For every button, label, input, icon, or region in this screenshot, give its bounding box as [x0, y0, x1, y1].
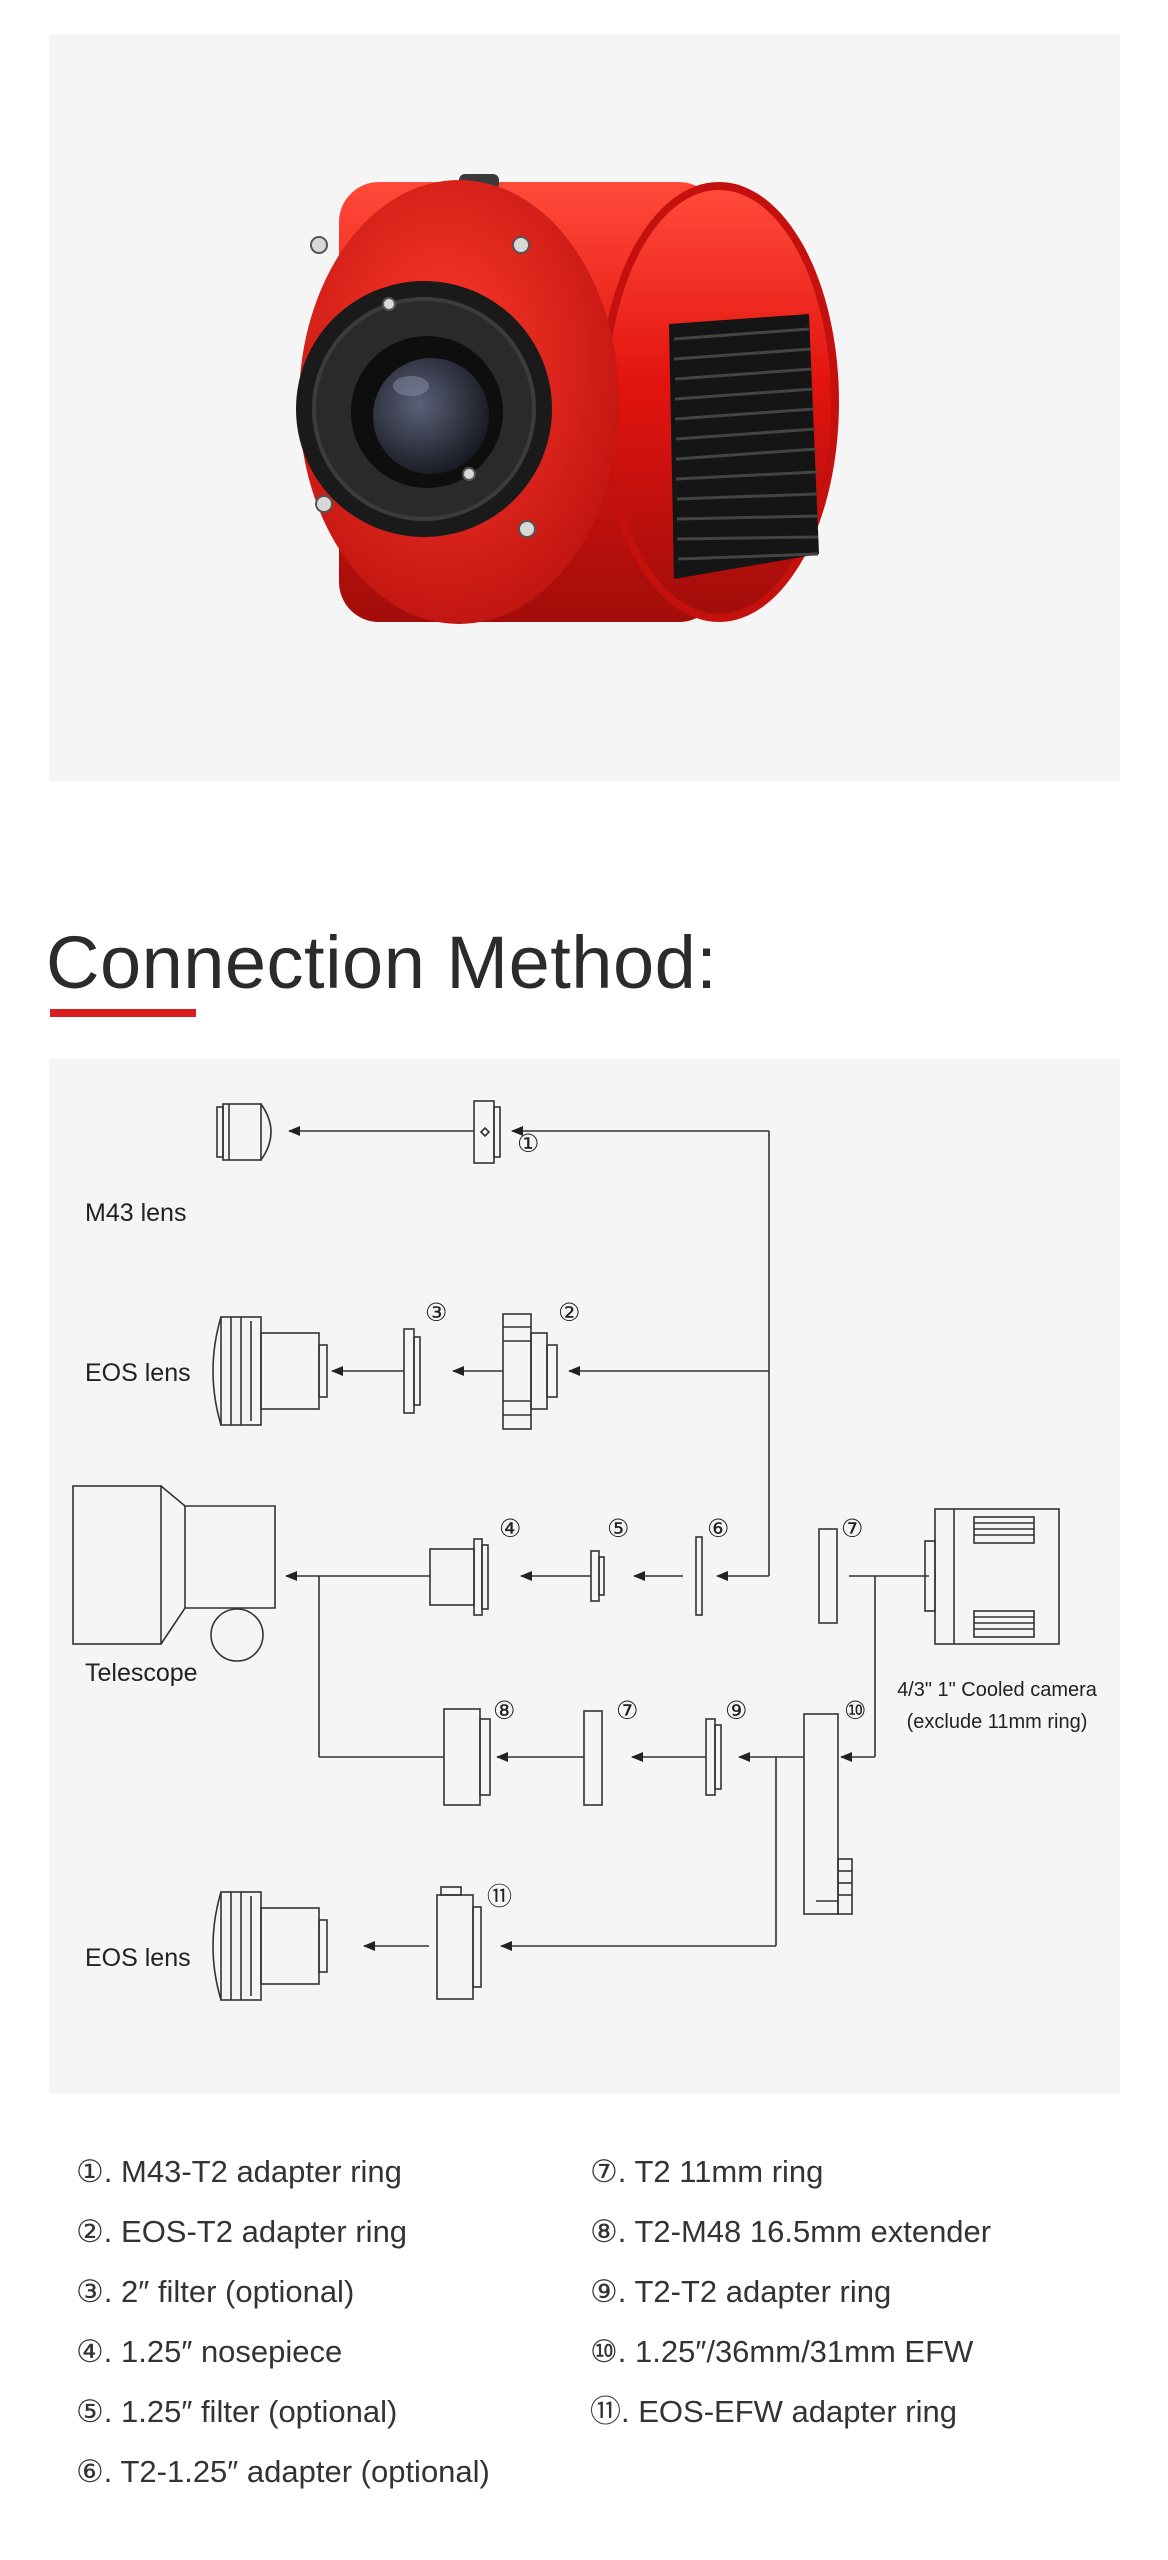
connection-diagram: M43 lens EOS lens Telescope EOS lens 4/3… [72, 1100, 1098, 2001]
legend-item: ⑩. 1.25″/36mm/31mm EFW [590, 2322, 991, 2382]
screw-icon [310, 236, 536, 538]
label-camera-line2: (exclude 11mm ring) [907, 1711, 1088, 1733]
label-m43-lens: M43 lens [85, 1199, 186, 1227]
filter-125-icon [590, 1550, 605, 1602]
legend-text: . T2 11mm ring [617, 2154, 824, 2189]
callout-3: ③ [425, 1299, 447, 1327]
legend-text: . 1.25″ nosepiece [103, 2334, 343, 2369]
callout-4: ④ [499, 1515, 521, 1543]
eos-lens-top-icon [212, 1316, 328, 1426]
m43-t2-adapter-ring-icon [473, 1100, 501, 1164]
legend-item: ⑥. T2-1.25″ adapter (optional) [76, 2442, 490, 2502]
legend-number: ④ [76, 2334, 104, 2369]
product-photo-panel [49, 34, 1120, 781]
legend-item: ③. 2″ filter (optional) [76, 2262, 490, 2322]
callout-9: ⑨ [725, 1697, 747, 1725]
connection-diagram-panel: M43 lens EOS lens Telescope EOS lens 4/3… [49, 1059, 1120, 2094]
callout-8: ⑧ [493, 1697, 515, 1725]
callout-7-lower: ⑦ [616, 1697, 638, 1725]
label-eos-lens-bottom: EOS lens [85, 1944, 191, 1972]
legend-item: ⑦. T2 11mm ring [590, 2142, 991, 2202]
eos-lens-bottom-icon [212, 1891, 328, 2001]
legend-item: ⑤. 1.25″ filter (optional) [76, 2382, 490, 2442]
callout-2: ② [558, 1299, 580, 1327]
legend-number: ② [76, 2214, 104, 2249]
legend-number: ⑨ [590, 2274, 618, 2309]
legend-number: ⑤ [76, 2394, 104, 2429]
efw-icon [803, 1713, 853, 1915]
t2-125-adapter-icon [695, 1536, 703, 1616]
legend-text: . EOS-EFW adapter ring [621, 2394, 957, 2429]
legend-text: . 2″ filter (optional) [103, 2274, 355, 2309]
legend-text: . M43-T2 adapter ring [103, 2154, 402, 2189]
callout-10: ⑩ [844, 1697, 866, 1725]
connection-lines [285, 1126, 929, 1951]
legend-number: ① [76, 2154, 104, 2189]
legend-text: . T2-1.25″ adapter (optional) [103, 2454, 490, 2489]
legend-left-column: ①. M43-T2 adapter ring ②. EOS-T2 adapter… [76, 2142, 490, 2502]
legend-number: ⑪ [590, 2394, 621, 2429]
legend-right-column: ⑦. T2 11mm ring ⑧. T2-M48 16.5mm extende… [590, 2142, 991, 2442]
label-telescope: Telescope [85, 1659, 198, 1687]
fan-grill [669, 314, 819, 579]
callout-1: ① [517, 1130, 539, 1158]
legend-item: ⑪. EOS-EFW adapter ring [590, 2382, 991, 2442]
legend-text: . T2-M48 16.5mm extender [617, 2214, 992, 2249]
label-eos-lens-top: EOS lens [85, 1359, 191, 1387]
legend-item: ④. 1.25″ nosepiece [76, 2322, 490, 2382]
legend-number: ⑧ [590, 2214, 618, 2249]
two-inch-filter-icon [403, 1328, 421, 1414]
eos-efw-adapter-ring-icon [436, 1886, 482, 2000]
t2-t2-adapter-ring-icon [705, 1718, 722, 1796]
legend-item: ⑧. T2-M48 16.5mm extender [590, 2202, 991, 2262]
telescope-icon [72, 1485, 276, 1662]
legend-number: ⑥ [76, 2454, 104, 2489]
title-underline [50, 1009, 196, 1017]
callout-6: ⑥ [707, 1515, 729, 1543]
section-title: Connection Method: [46, 921, 718, 1004]
callout-7-top: ⑦ [841, 1515, 863, 1543]
legend-item: ⑨. T2-T2 adapter ring [590, 2262, 991, 2322]
callouts: ① ② ③ ④ ⑤ ⑥ ⑦ ⑦ ⑧ ⑨ ⑩ ⑪ [425, 1130, 866, 1911]
nosepiece-icon [429, 1538, 489, 1616]
eos-t2-adapter-ring-icon [502, 1313, 558, 1430]
t2-m48-extender-icon [443, 1708, 491, 1806]
legend-item: ②. EOS-T2 adapter ring [76, 2202, 490, 2262]
legend-text: . 1.25″/36mm/31mm EFW [617, 2334, 974, 2369]
legend-number: ⑩ [590, 2334, 618, 2369]
t2-11mm-ring-lower-icon [583, 1710, 603, 1806]
legend-text: . T2-T2 adapter ring [617, 2274, 892, 2309]
callout-11: ⑪ [487, 1883, 512, 1911]
callout-5: ⑤ [607, 1515, 629, 1543]
cooled-camera-icon [924, 1508, 1060, 1645]
label-camera-line1: 4/3" 1" Cooled camera [897, 1679, 1098, 1701]
camera-product-image [296, 174, 839, 624]
legend-number: ⑦ [590, 2154, 618, 2189]
t2-11mm-ring-top-icon [818, 1528, 838, 1624]
legend-item: ①. M43-T2 adapter ring [76, 2142, 490, 2202]
legend-text: . 1.25″ filter (optional) [103, 2394, 398, 2429]
m43-lens-icon [216, 1103, 272, 1161]
legend-text: . EOS-T2 adapter ring [103, 2214, 408, 2249]
legend-number: ③ [76, 2274, 104, 2309]
